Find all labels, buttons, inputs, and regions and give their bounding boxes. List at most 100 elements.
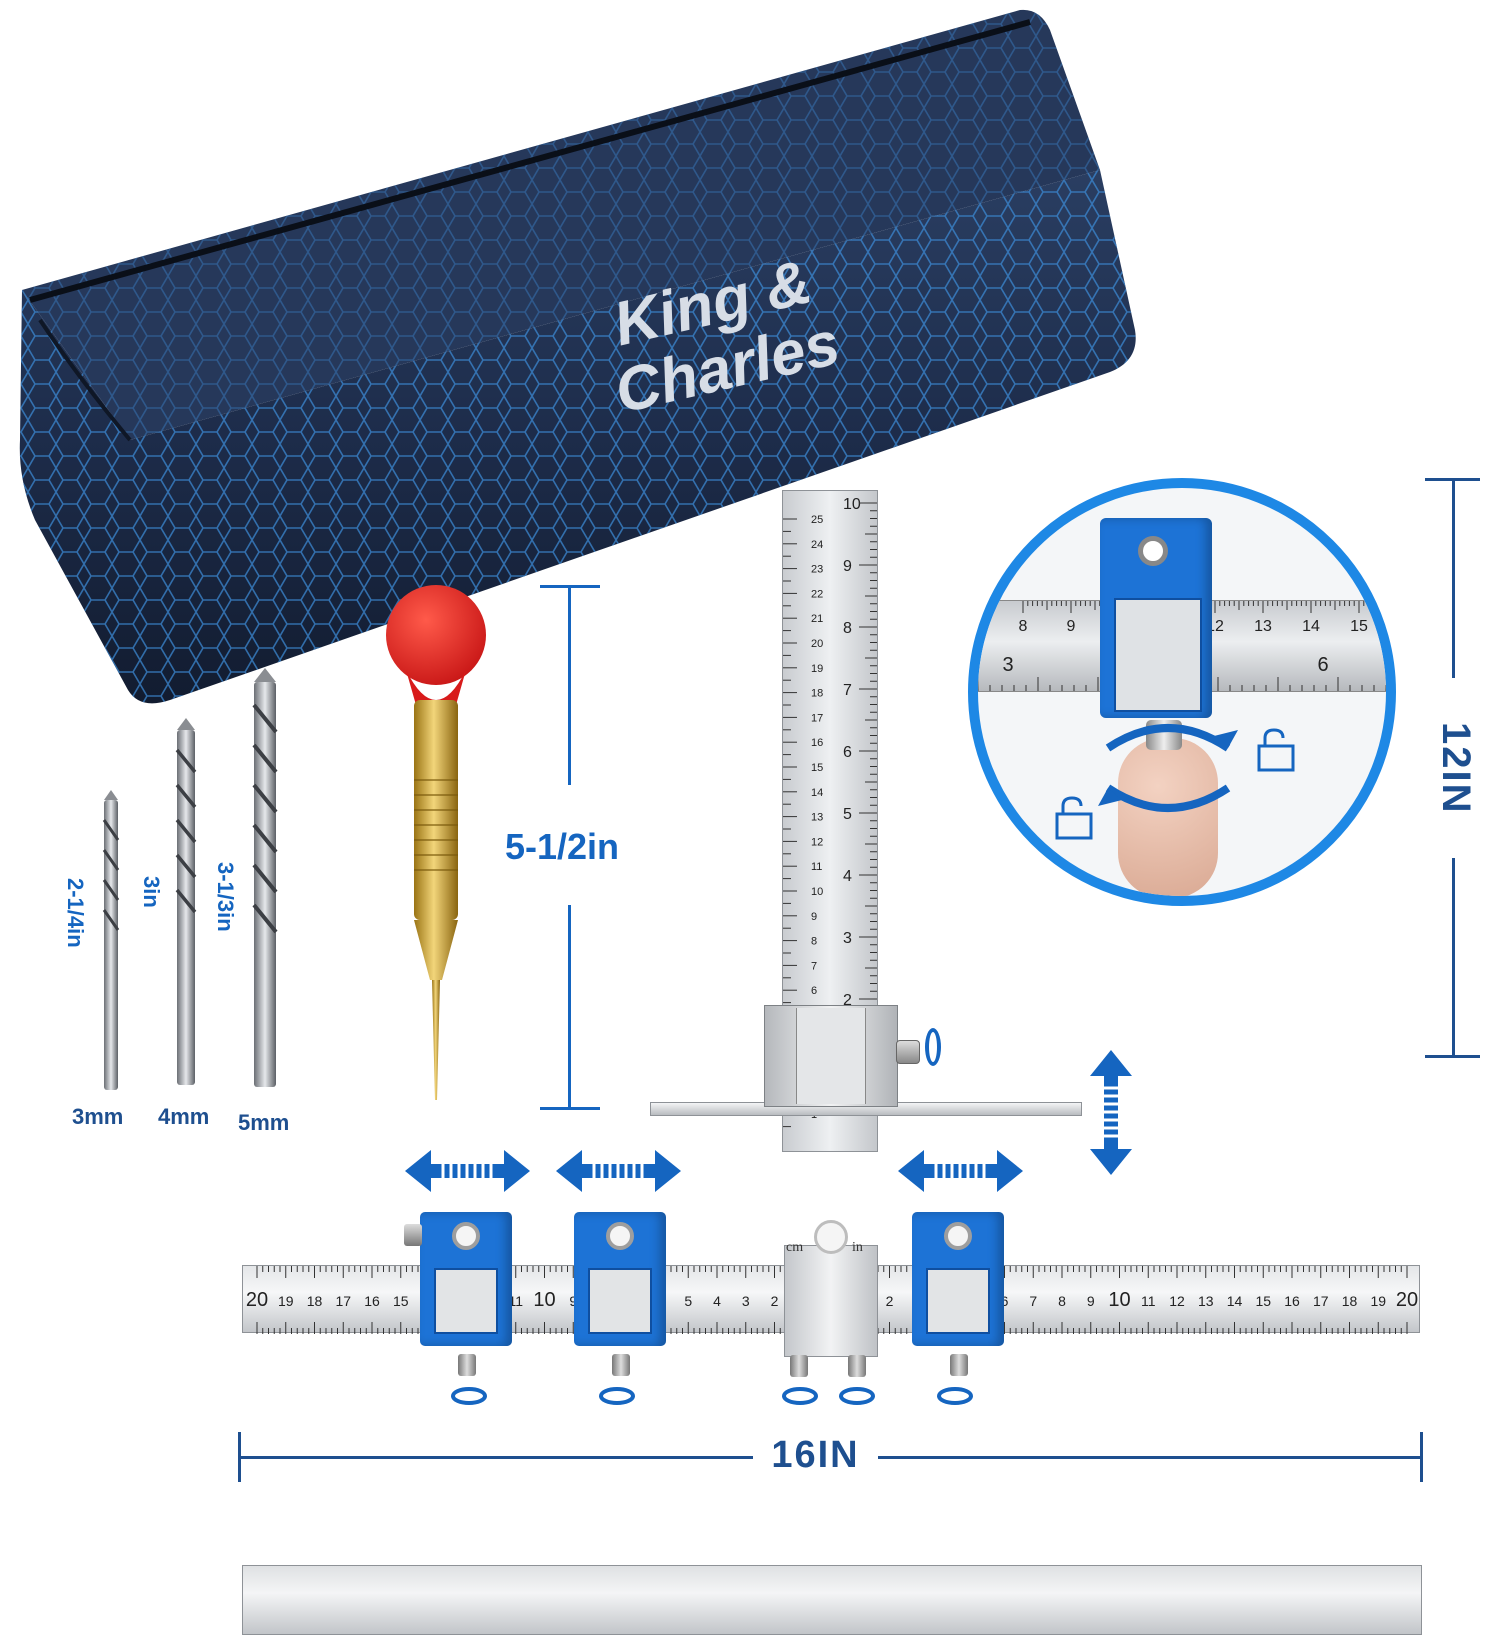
ruler-mark-label: 13 xyxy=(1198,1293,1214,1309)
unit-cm-label: cm xyxy=(786,1240,804,1255)
slide-arrow-2-icon xyxy=(556,1150,681,1192)
ruler-mark-label: 20 xyxy=(1396,1289,1418,1311)
storage-bag: King & Charles xyxy=(0,0,1500,720)
punch-length-label: 5-1/2in xyxy=(505,826,620,867)
locator-block[interactable] xyxy=(574,1212,666,1346)
vertical-slide-knob[interactable] xyxy=(896,1040,920,1064)
drill-bits-illustration xyxy=(102,668,278,1090)
ruler-mark-label: 12 xyxy=(1169,1293,1185,1309)
inset-top-label: 9 xyxy=(1067,618,1076,635)
rotate-icon-5 xyxy=(937,1387,973,1405)
vertical-cm-label: 13 xyxy=(811,812,823,824)
inset-bottom-label: 6 xyxy=(1317,654,1328,676)
locator-block-hole xyxy=(606,1222,634,1250)
punch-cap xyxy=(386,585,486,685)
center-block-hole xyxy=(814,1220,848,1254)
vertical-cm-label: 7 xyxy=(811,960,817,972)
ruler-mark-label: 9 xyxy=(1087,1293,1095,1309)
ruler-mark-label: 2 xyxy=(771,1293,779,1309)
drill-bit-small xyxy=(104,800,118,1090)
ruler-mark-label: 11 xyxy=(1141,1293,1156,1309)
drill-bit-medium xyxy=(177,730,195,1085)
vertical-inch-label: 2 xyxy=(843,992,852,1009)
vertical-cm-label: 10 xyxy=(811,886,823,898)
locator-block-window xyxy=(434,1268,498,1334)
vertical-cm-label: 6 xyxy=(811,985,817,997)
inset-finger xyxy=(1118,738,1218,896)
ruler-mark-label: 10 xyxy=(533,1289,555,1311)
slide-arrow-3-icon xyxy=(898,1150,1023,1192)
ruler-mark-label: 9 xyxy=(569,1293,577,1309)
ruler-mark-label: 3 xyxy=(742,1293,750,1309)
vertical-cm-label: 19 xyxy=(811,663,823,675)
vertical-inch-label: 7 xyxy=(843,682,852,699)
width-dimension: 16IN xyxy=(238,1432,1423,1492)
vertical-inch-label: 6 xyxy=(843,744,852,761)
ruler-mark-label: 19 xyxy=(278,1293,294,1309)
vertical-inch-label: 4 xyxy=(843,868,852,885)
ruler-mark-label: 16 xyxy=(1284,1293,1300,1309)
vertical-cm-label: 15 xyxy=(811,762,823,774)
ruler-mark-label: 4 xyxy=(713,1293,721,1309)
main-horizontal-ruler xyxy=(242,1565,1420,1633)
locator-block-hole xyxy=(452,1222,480,1250)
vertical-inch-label: 9 xyxy=(843,558,852,575)
inset-rotate-arrows-icon xyxy=(1098,724,1238,812)
locator-block-knob[interactable] xyxy=(612,1354,630,1376)
vertical-cm-label: 20 xyxy=(811,638,823,650)
ruler-mark-label: 11 xyxy=(508,1293,523,1309)
vertical-cm-label: 22 xyxy=(811,588,823,600)
width-label: 16IN xyxy=(771,1434,860,1476)
vertical-inch-label: 5 xyxy=(843,806,852,823)
rotate-icon-4 xyxy=(839,1387,875,1405)
height-dimension: 12IN xyxy=(1425,478,1485,1058)
locator-block[interactable] xyxy=(912,1212,1004,1346)
ruler-mark-label: 15 xyxy=(393,1293,409,1309)
locator-block-knob[interactable] xyxy=(950,1354,968,1376)
ruler-mark-label: 2 xyxy=(886,1293,894,1309)
vertical-inch-label: 10 xyxy=(843,496,861,513)
locator-block-window xyxy=(588,1268,652,1334)
vertical-adjust-arrow-icon xyxy=(1090,1050,1132,1175)
unlock-icon-2 xyxy=(1055,796,1093,840)
ruler-mark-label: 10 xyxy=(1108,1289,1130,1311)
ruler-mark-label: 6 xyxy=(1001,1293,1009,1309)
vertical-inch-label: 3 xyxy=(843,930,852,947)
vertical-cm-label: 12 xyxy=(811,836,823,848)
inset-top-label: 14 xyxy=(1302,618,1320,635)
vertical-inch-label: 8 xyxy=(843,620,852,637)
ruler-mark-label: 5 xyxy=(684,1293,692,1309)
rotate-icon-3 xyxy=(782,1387,818,1405)
locator-block-knob[interactable] xyxy=(458,1354,476,1376)
drill-bit-large xyxy=(254,682,276,1087)
locator-block-hole xyxy=(944,1222,972,1250)
ruler-mark-label: 14 xyxy=(1227,1293,1243,1309)
center-knob-left[interactable] xyxy=(790,1355,808,1377)
vertical-cm-label: 8 xyxy=(811,936,817,948)
slide-arrow-1-icon xyxy=(405,1150,530,1192)
storage-bag-illustration xyxy=(19,9,1136,704)
punch-dimension xyxy=(540,585,600,1110)
center-block xyxy=(784,1245,878,1357)
rotate-icon-1 xyxy=(451,1387,487,1405)
ruler-mark-label: 15 xyxy=(1255,1293,1271,1309)
center-knob-right[interactable] xyxy=(848,1355,866,1377)
locator-block[interactable] xyxy=(420,1212,512,1346)
ruler-mark-label: 19 xyxy=(1370,1293,1386,1309)
locator-side-knob[interactable] xyxy=(404,1224,422,1246)
inset-blue-block xyxy=(1100,518,1212,718)
ruler-mark-label: 18 xyxy=(307,1293,323,1309)
ruler-mark-label: 17 xyxy=(1313,1293,1329,1309)
rotate-icon xyxy=(925,1028,941,1066)
drill-diameter-3: 5mm xyxy=(238,1110,290,1135)
vertical-cm-label: 14 xyxy=(811,787,823,799)
inset-top-label: 13 xyxy=(1254,618,1272,635)
ruler-mark-label: 18 xyxy=(1342,1293,1358,1309)
ruler-mark-label: 7 xyxy=(1029,1293,1037,1309)
drill-length-2: 3in xyxy=(139,876,164,908)
height-label: 12IN xyxy=(1434,721,1478,815)
inset-top-label: 8 xyxy=(1019,618,1028,635)
ruler-mark-label: 8 xyxy=(1058,1293,1066,1309)
inset-bottom-label: 3 xyxy=(1002,654,1013,676)
drill-diameter-1: 3mm xyxy=(72,1104,124,1129)
